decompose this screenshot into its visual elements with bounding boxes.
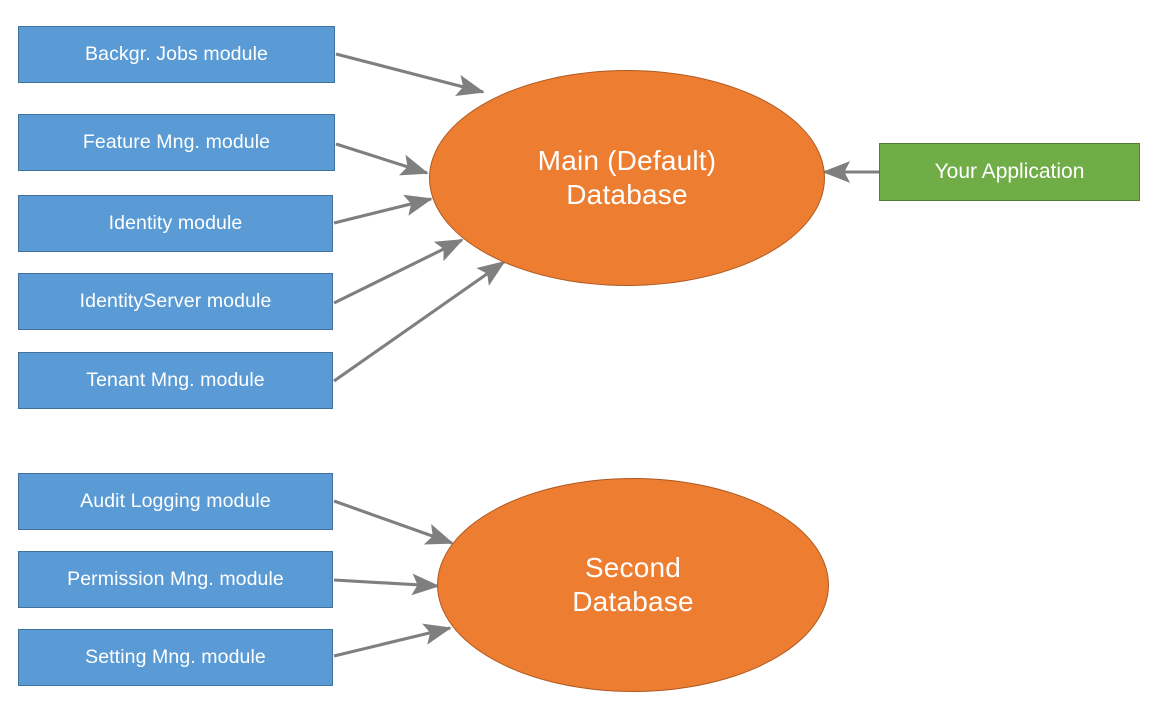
module-label: Setting Mng. module <box>85 645 266 668</box>
module-box-setting-mng[interactable]: Setting Mng. module <box>18 629 333 686</box>
edge-tenant-mng-to-main <box>333 260 506 383</box>
database-label-line2: Database <box>566 179 688 210</box>
edge-permission-mng-to-second <box>333 573 440 596</box>
edge-backgr-jobs-to-main <box>335 52 485 96</box>
module-box-tenant-mng[interactable]: Tenant Mng. module <box>18 352 333 409</box>
edge-audit-logging-to-second <box>333 499 454 545</box>
module-box-identityserver[interactable]: IdentityServer module <box>18 273 333 330</box>
database-label: Main (Default) Database <box>538 144 717 212</box>
module-box-identity[interactable]: Identity module <box>18 195 333 252</box>
module-label: Identity module <box>108 211 243 234</box>
module-label: Backgr. Jobs module <box>85 42 268 65</box>
module-box-permission-mng[interactable]: Permission Mng. module <box>18 551 333 608</box>
edge-identity-to-main <box>333 194 433 225</box>
module-box-feature-mng[interactable]: Feature Mng. module <box>18 114 335 171</box>
database-ellipse-main[interactable]: Main (Default) Database <box>429 70 825 286</box>
database-label-line1: Main (Default) <box>537 144 717 176</box>
edge-setting-mng-to-second <box>333 623 452 658</box>
module-label: Feature Mng. module <box>82 130 271 153</box>
module-label: Audit Logging module <box>80 489 271 512</box>
edge-identityserver-to-main <box>333 238 464 305</box>
edge-feature-mng-to-main <box>335 142 429 176</box>
application-label: Your Application <box>934 160 1085 184</box>
module-label: Tenant Mng. module <box>86 368 265 391</box>
database-label-line2: Database <box>572 586 694 617</box>
module-label: IdentityServer module <box>79 289 272 312</box>
database-ellipse-second[interactable]: Second Database <box>437 478 829 692</box>
database-label-line1: Second <box>584 551 682 583</box>
application-box[interactable]: Your Application <box>879 143 1140 201</box>
module-box-backgr-jobs[interactable]: Backgr. Jobs module <box>18 26 335 83</box>
module-box-audit-logging[interactable]: Audit Logging module <box>18 473 333 530</box>
module-label: Permission Mng. module <box>67 567 284 590</box>
database-label: Second Database <box>572 551 693 619</box>
